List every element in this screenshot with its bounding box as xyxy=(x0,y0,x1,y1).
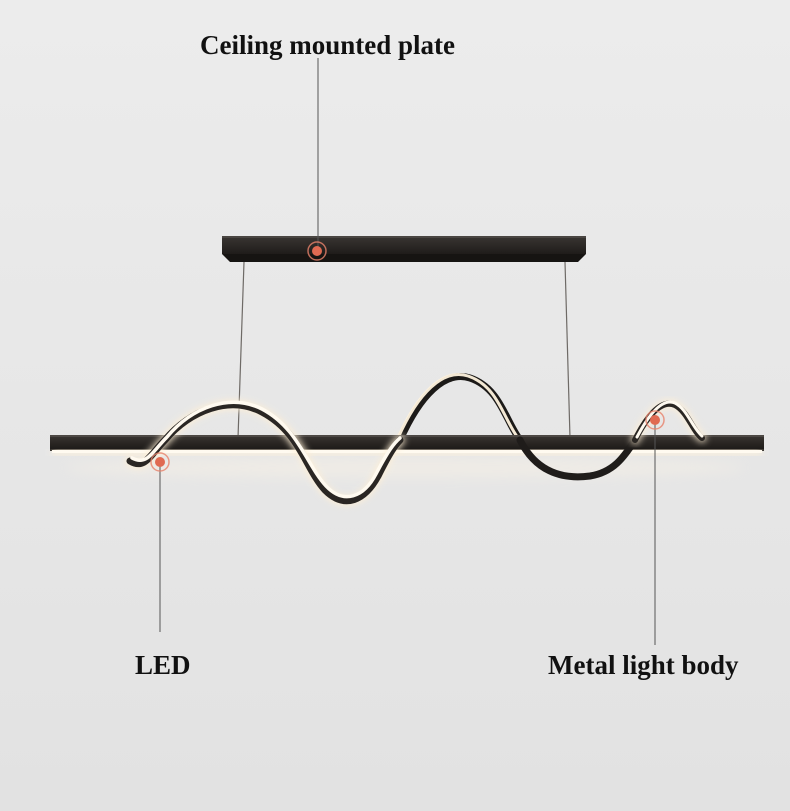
marker-metal-body xyxy=(645,410,665,430)
suspension-cable-left xyxy=(237,261,245,439)
main-light-bar xyxy=(50,435,764,455)
led-label: LED xyxy=(135,650,191,680)
wave-ribbon-back xyxy=(396,373,524,444)
marker-led xyxy=(150,452,170,472)
wave-ribbon-front xyxy=(125,399,707,506)
marker-ceiling-plate xyxy=(307,241,327,261)
metal-light-body-label: Metal light body xyxy=(548,650,739,680)
ceiling-plate-label: Ceiling mounted plate xyxy=(200,30,456,60)
ceiling-plate xyxy=(222,236,586,262)
bar-glow-halo xyxy=(65,458,745,478)
suspension-cable-right xyxy=(564,261,571,439)
